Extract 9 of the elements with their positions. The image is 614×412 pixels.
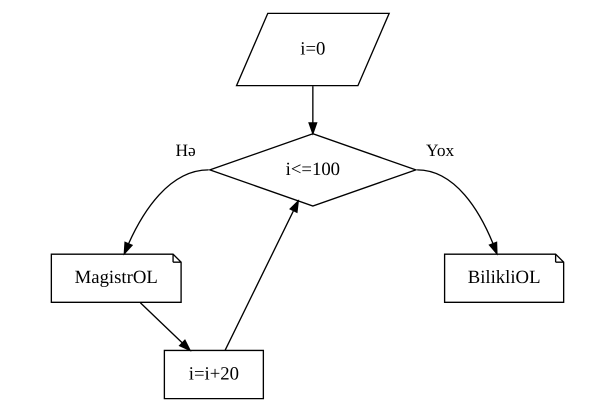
edge-label: Yox: [426, 141, 454, 160]
arrow: [308, 86, 318, 136]
node-diamond: i<=100: [207, 133, 418, 207]
arrow: [139, 302, 191, 352]
arrow: [123, 169, 208, 256]
arrow: [416, 169, 498, 256]
edge-label: Hə: [175, 140, 196, 160]
node-box: i=i+20: [163, 350, 264, 400]
arrow: [224, 199, 299, 350]
